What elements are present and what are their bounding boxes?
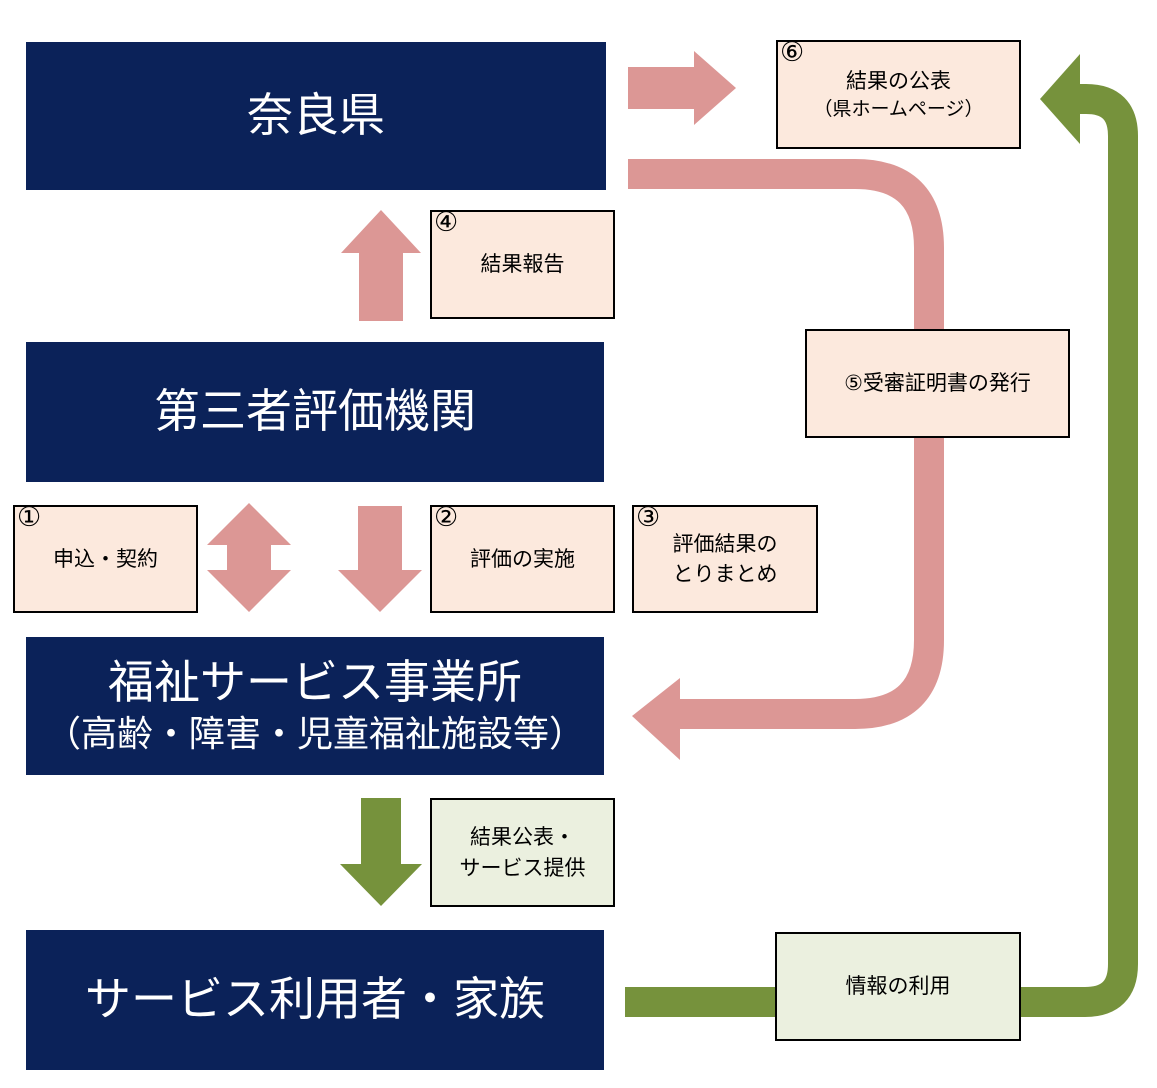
publish-line1: 結果公表・ [470, 825, 575, 850]
step5-text: ⑤受審証明書の発行 [844, 371, 1031, 396]
info-use-text: 情報の利用 [845, 974, 951, 999]
step2-number: ② [434, 502, 459, 533]
step4-text: 結果報告 [480, 252, 565, 277]
green-service-down-arrow [340, 798, 422, 906]
evaluator-label: 第三者評価機関 [154, 384, 476, 439]
facility-label: 福祉サービス事業所 [108, 654, 522, 709]
step2-text: 評価の実施 [470, 546, 575, 571]
step3-line2: とりまとめ [672, 562, 778, 586]
pink-contract-double-arrow [207, 503, 291, 612]
step6-number: ⑥ [780, 37, 805, 68]
evaluator-box: 第三者評価機関 [26, 342, 604, 482]
facility-box: 福祉サービス事業所 （高齢・障害・児童福祉施設等） [26, 637, 604, 775]
step6-line2: （県ホームページ） [813, 97, 984, 120]
facility-sublabel: （高齢・障害・児童福祉施設等） [44, 714, 585, 756]
step1-contract-box: ① 申込・契約 [13, 502, 198, 613]
step5-certificate-box: ⑤受審証明書の発行 [805, 329, 1070, 438]
step2-evaluation-box: ② 評価の実施 [430, 502, 615, 613]
users-label: サービス利用者・家族 [85, 972, 545, 1027]
pink-certificate-arrowhead [632, 678, 680, 760]
pink-certificate-curve [628, 159, 944, 729]
step3-number: ③ [636, 502, 661, 533]
step6-publication-box: ⑥ 結果の公表 （県ホームページ） [776, 37, 1021, 149]
pink-publish-arrow [628, 51, 736, 125]
green-info-use-curve [625, 84, 1138, 1017]
step6-line1: 結果の公表 [846, 68, 951, 93]
step4-report-box: ④ 結果報告 [430, 207, 615, 319]
step1-text: 申込・契約 [53, 546, 158, 571]
step3-summary-box: ③ 評価結果の とりまとめ [632, 502, 818, 613]
info-use-box: 情報の利用 [775, 932, 1021, 1041]
pink-evaluation-down-arrow [338, 506, 422, 612]
green-info-use-arrowhead [1040, 54, 1080, 144]
pink-report-up-arrow [341, 210, 421, 321]
prefecture-box: 奈良県 [26, 42, 606, 190]
publish-line2: サービス提供 [459, 855, 586, 880]
step1-number: ① [17, 502, 42, 533]
prefecture-label: 奈良県 [247, 88, 385, 143]
users-box: サービス利用者・家族 [26, 930, 604, 1070]
publish-service-box: 結果公表・ サービス提供 [430, 798, 615, 907]
step4-number: ④ [434, 207, 459, 238]
step3-line1: 評価結果の [672, 531, 778, 556]
